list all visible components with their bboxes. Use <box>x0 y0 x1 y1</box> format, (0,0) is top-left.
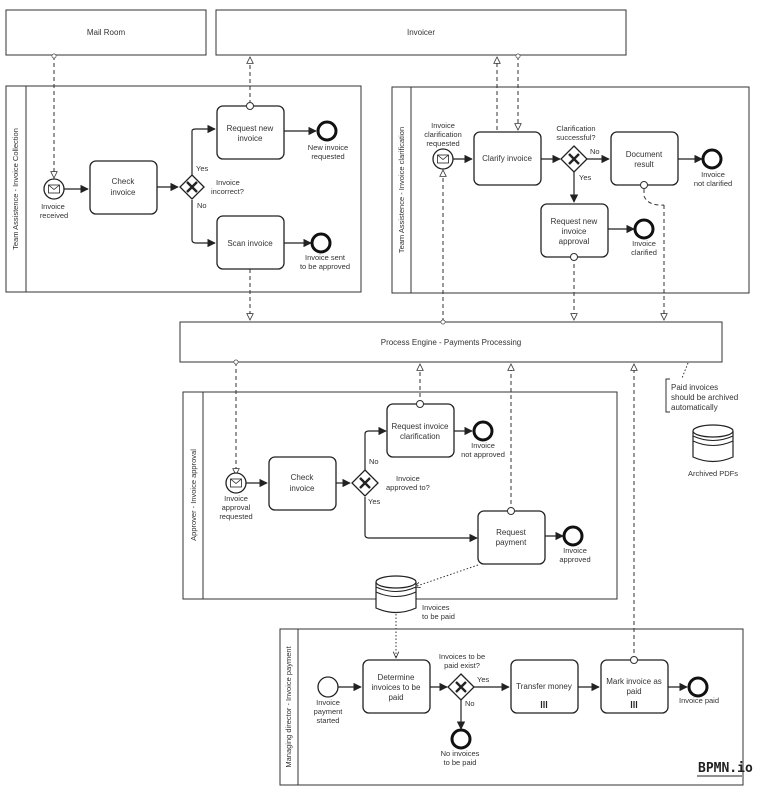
end-event-invoice-paid[interactable] <box>687 676 709 698</box>
gateway-no-label: No <box>197 201 207 210</box>
pool-mail-room-label: Mail Room <box>87 28 126 37</box>
start-event-invoice-received-label: Invoice received <box>40 202 68 220</box>
lane-invoice-clarification-label: Team Assistence - Invoice clarification <box>397 127 406 253</box>
pool-invoicer-label: Invoicer <box>407 28 435 37</box>
gateway-clarification-successful[interactable] <box>560 145 588 173</box>
datastore-invoices-to-be-paid[interactable] <box>375 575 417 614</box>
svg-text:BPMN.io: BPMN.io <box>698 761 753 776</box>
gateway-payment-yes-label: Yes <box>477 675 489 684</box>
lane-invoice-collection-label: Team Assistence - Invoice Collection <box>11 128 20 250</box>
gateway-yes-label: Yes <box>196 164 208 173</box>
gateway-invoice-incorrect[interactable] <box>179 174 205 200</box>
start-event-invoice-payment-started[interactable] <box>317 676 339 698</box>
end-event-invoice-not-approved[interactable] <box>472 420 494 442</box>
gateway-invoice-approved[interactable] <box>351 469 379 497</box>
multi-instance-icon <box>540 701 548 708</box>
svg-text:Transfer money: Transfer money <box>516 682 572 691</box>
bpmn-io-logo[interactable]: BPMN.io <box>697 761 753 777</box>
pool-process-engine[interactable]: Process Engine - Payments Processing <box>179 321 723 363</box>
svg-text:Clarify invoice: Clarify invoice <box>482 154 532 163</box>
pool-invoicer[interactable]: Invoicer <box>215 9 627 56</box>
gateway-invoices-exist[interactable] <box>447 673 475 701</box>
end-event-no-invoices[interactable] <box>450 728 472 750</box>
lane-invoice-approval-label: Approver - Invoice approval <box>189 449 198 541</box>
end-event-invoice-approved[interactable] <box>562 525 584 547</box>
message-flows <box>54 56 664 660</box>
gateway-approval-yes-label: Yes <box>368 497 380 506</box>
assoc-payment-to-datastore <box>414 564 479 587</box>
datastore-archived-pdfs[interactable] <box>692 424 734 463</box>
end-event-invoice-paid-label: Invoice paid <box>679 696 719 705</box>
lane-invoice-payment-label: Managing director - Invoice payment <box>284 645 293 767</box>
lane-invoice-clarification: Team Assistence - Invoice clarification <box>391 86 750 294</box>
svg-text:Scan invoice: Scan invoice <box>227 239 273 248</box>
task-transfer-money[interactable]: Transfer money <box>510 659 579 714</box>
gateway-payment-no-label: No <box>465 699 475 708</box>
end-event-new-invoice-requested[interactable] <box>316 120 338 142</box>
end-event-invoice-not-clarified[interactable] <box>701 148 723 170</box>
task-scan-invoice[interactable]: Scan invoice <box>216 215 285 270</box>
msg-document-bend <box>643 189 665 206</box>
end-event-invoice-clarified[interactable] <box>633 218 655 240</box>
start-event-approval-requested[interactable] <box>225 472 247 494</box>
datastore-archived-pdfs-label: Archived PDFs <box>688 469 738 478</box>
start-event-clarification-requested[interactable] <box>432 148 454 170</box>
task-clarify-invoice[interactable]: Clarify invoice <box>473 131 542 186</box>
pool-process-engine-label: Process Engine - Payments Processing <box>381 338 522 347</box>
pool-mail-room[interactable]: Mail Room <box>5 9 207 56</box>
gateway-clar-no-label: No <box>590 147 600 156</box>
end-event-invoice-sent[interactable] <box>310 232 332 254</box>
start-event-invoice-received[interactable] <box>43 178 65 200</box>
multi-instance-icon <box>630 701 638 708</box>
gateway-clar-yes-label: Yes <box>579 173 591 182</box>
gateway-approval-no-label: No <box>369 457 379 466</box>
